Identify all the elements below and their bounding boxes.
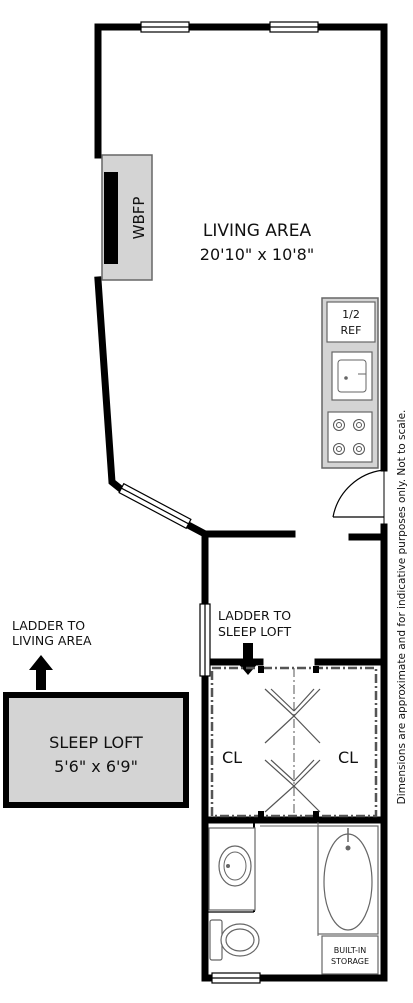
- refrigerator-label-top: 1/2: [342, 308, 360, 321]
- burner: [353, 419, 365, 431]
- ladder-to-living-line1: LADDER TO: [12, 618, 85, 633]
- closet-left-label: CL: [222, 748, 242, 767]
- disclaimer: Dimensions are approximate and for indic…: [396, 410, 408, 805]
- left-living-wall-lower: [94, 276, 127, 495]
- bathroom: BUILT-IN STORAGE: [205, 820, 379, 975]
- built-in-storage: [321, 935, 379, 975]
- sleep-loft-name: SLEEP LOFT: [49, 733, 143, 752]
- bifold-door-bottom: [264, 759, 321, 813]
- fireplace: WBFP: [101, 154, 153, 281]
- sleep-loft-dims: 5'6" x 6'9": [54, 757, 138, 776]
- fireplace-label: WBFP: [130, 197, 148, 240]
- storage-label-line2: STORAGE: [331, 957, 369, 966]
- ladder-to-living-line2: LIVING AREA: [12, 633, 92, 648]
- storage-label-line1: BUILT-IN: [334, 946, 366, 955]
- fireplace-firebox: [104, 172, 118, 264]
- entry-door: [332, 468, 385, 527]
- burner: [333, 443, 345, 455]
- closets: CL CL: [210, 666, 378, 818]
- sleep-loft-floor: [3, 692, 189, 808]
- sleep-loft: SLEEP LOFT 5'6" x 6'9": [3, 692, 189, 808]
- toilet: [209, 919, 260, 961]
- closet-right-label: CL: [338, 748, 358, 767]
- burner: [333, 419, 345, 431]
- refrigerator-label-bottom: REF: [341, 324, 362, 337]
- bifold-door-top: [264, 688, 321, 744]
- kitchen: 1/2 REF: [321, 297, 379, 469]
- burner: [353, 443, 365, 455]
- walls: [94, 23, 388, 982]
- stove: [327, 411, 373, 463]
- living-area-dims: 20'10" x 10'8": [200, 245, 314, 264]
- refrigerator: [326, 301, 376, 343]
- ladder-to-loft-line2: SLEEP LOFT: [218, 624, 292, 639]
- arrow-up-icon: [29, 655, 53, 690]
- living-area-name: LIVING AREA: [203, 221, 312, 241]
- ladder-to-loft-line1: LADDER TO: [218, 608, 291, 623]
- windows: [118, 21, 319, 984]
